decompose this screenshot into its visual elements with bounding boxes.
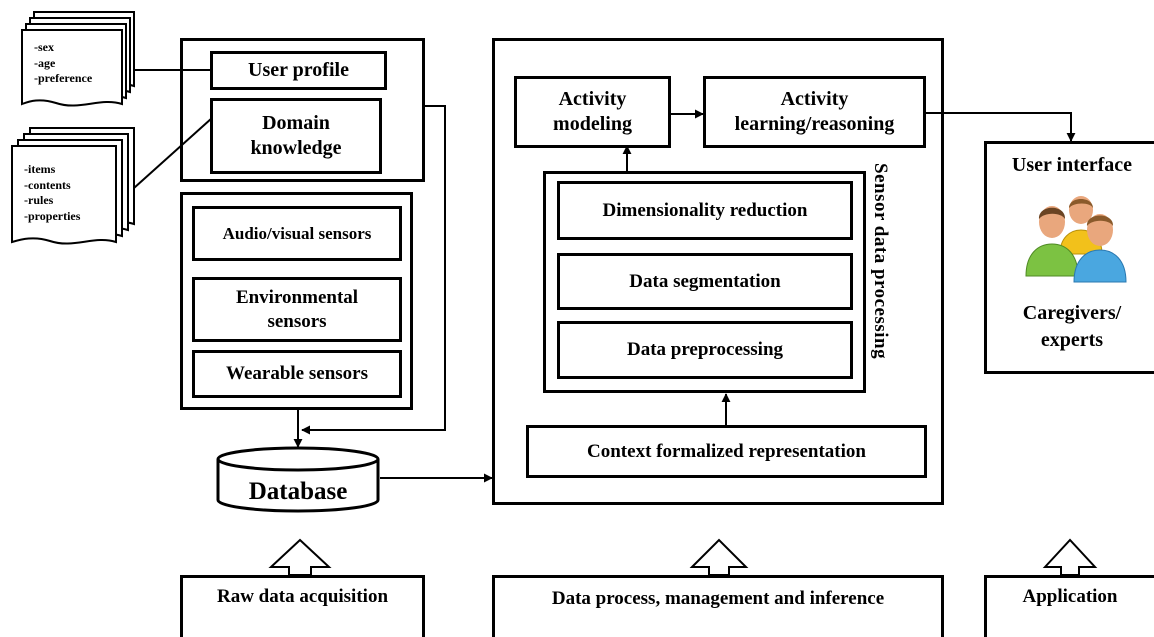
people-group-icon: [1025, 196, 1127, 283]
user-attributes-document-icon: [21, 11, 135, 107]
data-process-layer: [492, 575, 944, 637]
doc-line: -preference: [34, 71, 93, 85]
application-layer: [984, 575, 1154, 637]
database-cylinder-icon: [216, 446, 380, 513]
wearable-sensors-box: Wearable sensors: [192, 350, 402, 398]
context-representation-box: Context formalized representation: [526, 425, 927, 478]
raw-data-acquisition-label: Raw data acquisition: [216, 586, 389, 607]
sensors-group: [180, 192, 413, 410]
domain-attributes-document-icon: [11, 127, 135, 245]
up-arrow-icon: [268, 538, 332, 576]
doc-line: -rules: [24, 193, 54, 207]
doc-line: -items: [24, 162, 56, 176]
activity-modeling-box: Activity modeling: [514, 76, 671, 148]
up-arrow-icon: [689, 538, 749, 576]
up-arrow-icon: [1042, 538, 1098, 576]
data-processing-group: [492, 38, 944, 505]
sensor-processing-group: [543, 171, 866, 393]
doc-line: -properties: [24, 208, 81, 223]
knowledge-group: [180, 38, 425, 182]
domain-knowledge-box: Domain knowledge: [210, 98, 382, 174]
application-label: Application: [1022, 586, 1118, 607]
caregivers-label: Caregivers/ experts: [1022, 302, 1122, 351]
user-interface-group: [984, 141, 1154, 374]
sensor-data-processing-label: Sensor data processing: [870, 163, 891, 360]
doc-line: -sex: [34, 40, 54, 54]
doc-line: -age: [34, 55, 56, 70]
user-interface-label: User interface: [1011, 154, 1133, 176]
user-profile-box: User profile: [210, 51, 387, 90]
raw-data-acquisition-layer: [180, 575, 425, 637]
data-preprocessing-box: Data preprocessing: [557, 321, 853, 379]
activity-learning-box: Activity learning/reasoning: [703, 76, 926, 148]
data-segmentation-box: Data segmentation: [557, 253, 853, 310]
data-process-label: Data process, management and inference: [551, 588, 885, 609]
user-attributes-list: -sex -age -preference: [34, 40, 92, 87]
dimensionality-reduction-box: Dimensionality reduction: [557, 181, 853, 240]
doc-line: -contents: [24, 177, 71, 192]
environmental-sensors-box: Environmental sensors: [192, 277, 402, 342]
domain-attributes-list: -items -contents -rules -properties: [24, 162, 80, 224]
database-label: Database: [248, 478, 348, 505]
audio-visual-sensors-box: Audio/visual sensors: [192, 206, 402, 261]
